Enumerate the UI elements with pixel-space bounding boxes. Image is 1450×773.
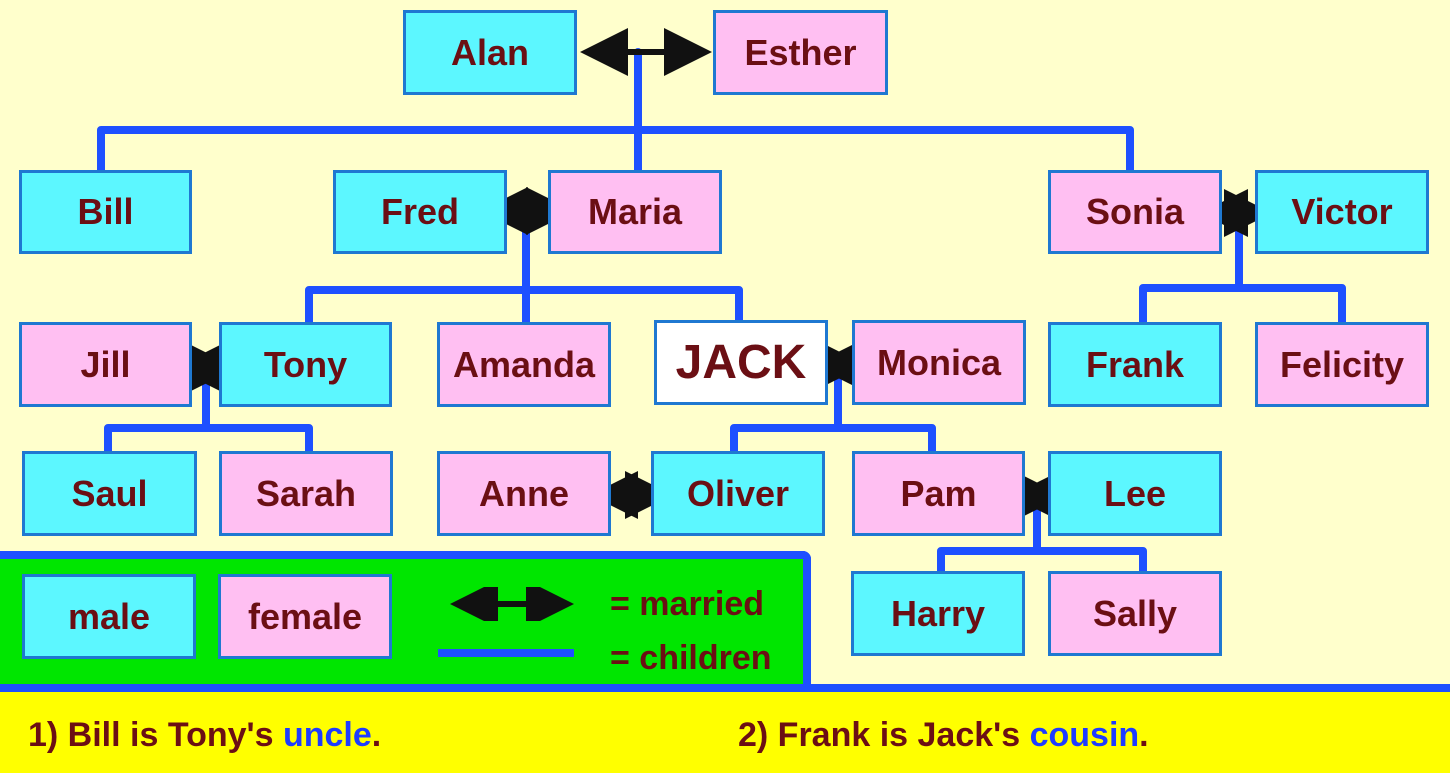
legend-male-label: male — [67, 595, 151, 637]
person-lee-label: Lee — [1103, 472, 1167, 514]
legend-married-text: = married — [610, 585, 765, 623]
person-frank-label: Frank — [1085, 343, 1185, 385]
legend-male-swatch: male — [22, 574, 196, 659]
line-alan-esther-children — [97, 48, 1134, 174]
person-sally: Sally — [1048, 571, 1222, 656]
person-victor: Victor — [1255, 170, 1429, 254]
person-sarah-label: Sarah — [255, 472, 357, 514]
legend-female-label: female — [247, 595, 363, 637]
person-oliver-label: Oliver — [686, 472, 790, 514]
fact-1-prefix: 1) Bill is Tony's — [28, 716, 283, 754]
person-maria: Maria — [548, 170, 722, 254]
legend: male female = married = children — [0, 551, 811, 684]
fact-2-suffix: . — [1139, 716, 1149, 754]
person-felicity: Felicity — [1255, 322, 1429, 407]
person-esther: Esther — [713, 10, 888, 95]
person-alan: Alan — [403, 10, 577, 95]
person-tony-label: Tony — [263, 343, 348, 385]
legend-female-swatch: female — [218, 574, 392, 659]
person-sally-label: Sally — [1092, 592, 1178, 634]
person-pam-label: Pam — [900, 472, 977, 514]
person-monica: Monica — [852, 320, 1026, 405]
person-maria-label: Maria — [587, 191, 683, 232]
legend-children-text: = children — [610, 639, 772, 677]
person-anne-label: Anne — [479, 472, 569, 514]
person-alan-label: Alan — [450, 31, 529, 73]
fact-2-prefix: 2) Frank is Jack's — [738, 716, 1030, 754]
person-felicity-label: Felicity — [1279, 343, 1405, 385]
person-saul: Saul — [22, 451, 197, 536]
person-amanda: Amanda — [437, 322, 611, 407]
fact-1-keyword: uncle — [282, 716, 372, 754]
person-pam: Pam — [852, 451, 1025, 536]
person-jill-label: Jill — [80, 343, 131, 385]
person-tony: Tony — [219, 322, 392, 407]
fact-1: 1) Bill is Tony's uncle. — [28, 716, 381, 755]
person-monica-label: Monica — [876, 341, 1001, 383]
legend-married-arrow — [450, 587, 574, 621]
person-jack: JACK — [654, 320, 828, 405]
fact-2-keyword: cousin — [1029, 716, 1140, 754]
person-fred-label: Fred — [380, 191, 459, 232]
person-bill-label: Bill — [77, 191, 134, 232]
person-esther-label: Esther — [744, 31, 857, 73]
person-sonia-label: Sonia — [1085, 191, 1184, 232]
legend-children-line — [438, 649, 574, 657]
person-fred: Fred — [333, 170, 507, 254]
person-jack-label: JACK — [675, 336, 807, 389]
marriage-arrows — [174, 28, 1272, 520]
person-oliver: Oliver — [651, 451, 825, 536]
person-sonia: Sonia — [1048, 170, 1222, 254]
person-victor-label: Victor — [1291, 191, 1393, 232]
person-amanda-label: Amanda — [452, 343, 596, 385]
fact-2: 2) Frank is Jack's cousin. — [738, 716, 1149, 755]
person-lee: Lee — [1048, 451, 1222, 536]
person-bill: Bill — [19, 170, 192, 254]
person-jill: Jill — [19, 322, 192, 407]
person-saul-label: Saul — [71, 472, 148, 514]
facts-banner — [0, 684, 1450, 773]
person-anne: Anne — [437, 451, 611, 536]
person-frank: Frank — [1048, 322, 1222, 407]
person-harry: Harry — [851, 571, 1025, 656]
person-sarah: Sarah — [219, 451, 393, 536]
fact-1-suffix: . — [371, 716, 382, 754]
person-harry-label: Harry — [890, 592, 986, 634]
